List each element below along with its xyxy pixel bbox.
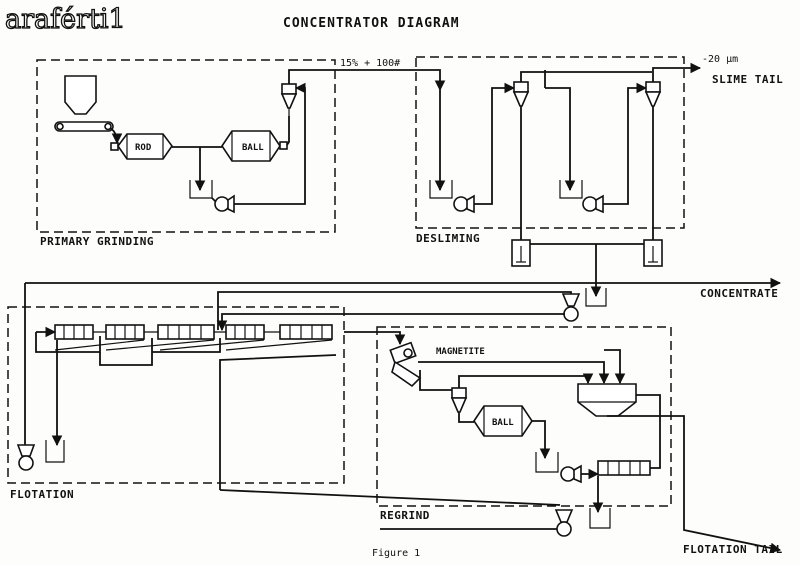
primary-sump [189,180,213,199]
deslime-pump-1 [453,194,475,214]
regrind-sump [535,452,559,473]
tank-2 [643,239,663,267]
deslime-cyclone-2 [644,81,662,107]
slime-tail-label: SLIME TAIL [712,73,783,86]
primary-grinding-label: PRIMARY GRINDING [40,235,154,248]
primary-cyclone [280,83,298,116]
scavenger-tail [219,354,337,490]
deslime-pump-2 [582,194,604,214]
thickener-to-bank [636,394,661,469]
separator-discharge [419,370,456,391]
flotation-boundary [7,306,345,484]
to-sump-2 [545,87,576,192]
flotation-feed-pump [561,293,581,322]
regrind-pump [560,464,582,484]
bottom-pump [554,509,574,537]
company-logo: araférti1 [5,4,126,35]
bottom-sump [589,508,611,529]
feed-hopper [64,75,97,115]
flotation-tail-line [607,415,782,554]
pump-to-cyclone-line [234,82,306,205]
feed-conveyor [54,121,114,132]
recycle-loop-3 [152,338,221,353]
flotation-feed-sump [585,288,607,307]
feed-spec-label: 15% + 100# [340,58,400,69]
magnetic-separator [389,341,422,388]
figure-caption: Figure 1 [372,548,420,559]
magnetite-label: MAGNETITE [436,347,485,357]
rod-mill [110,133,173,160]
to-thickener-feed [604,349,626,385]
regrind-mill-discharge [532,420,551,460]
tail-to-regrind [219,489,561,506]
regrind-overflow [458,373,594,388]
primary-pump [211,194,235,214]
ball-mill [221,130,288,162]
ball-mill-label: BALL [242,143,264,153]
feed-branch [217,291,572,330]
deslime-sump-2 [559,180,583,199]
flotation-sump [45,440,65,463]
regrind-underflow [458,412,474,423]
to-magnetic-separator [344,331,406,346]
pump1-to-cyclone1 [474,82,516,205]
desliming-label: DESLIMING [416,232,480,245]
regrind-ball-label: BALL [492,418,514,428]
regrind-cyclone [450,387,468,413]
regrind-thickener [577,383,637,417]
slime-tail-line [652,62,702,82]
feed-to-flotation [216,313,565,332]
deslime-cyclone-1 [512,81,530,107]
flotation-label: FLOTATION [10,488,74,501]
flotation-bank-1 [54,324,94,340]
primary-grinding-boundary [36,59,336,233]
cyclone-overflow-line [288,69,446,92]
cyclone-underflow-line [286,116,290,146]
flotation-bank-5 [279,324,333,340]
rod-mill-label: ROD [135,143,152,153]
magnetite-line [418,361,610,385]
tank-1 [511,239,531,267]
regrind-label: REGRIND [380,509,430,522]
cyclone1-overflow [520,71,652,82]
froth-lines [54,339,333,351]
deslime-sump-1 [429,180,453,199]
concentrate-label: CONCENTRATE [700,287,778,300]
flotation-bank-4 [225,324,265,340]
flotation-pump [16,444,36,471]
desliming-boundary [415,56,685,229]
diagram-title: CONCENTRATOR DIAGRAM [283,16,460,31]
recycle-loop-1 [35,332,101,353]
conveyor-to-rod-arrow [109,127,123,145]
slime-spec-label: -20 μm [702,54,738,65]
flotation-bank-2 [105,324,145,340]
regrind-flotation-bank [597,460,651,476]
flotation-bank-3 [157,324,215,340]
pump2-to-cyclone2 [603,82,648,205]
flotation-tail-label: FLOTATION TAIL [683,543,783,556]
